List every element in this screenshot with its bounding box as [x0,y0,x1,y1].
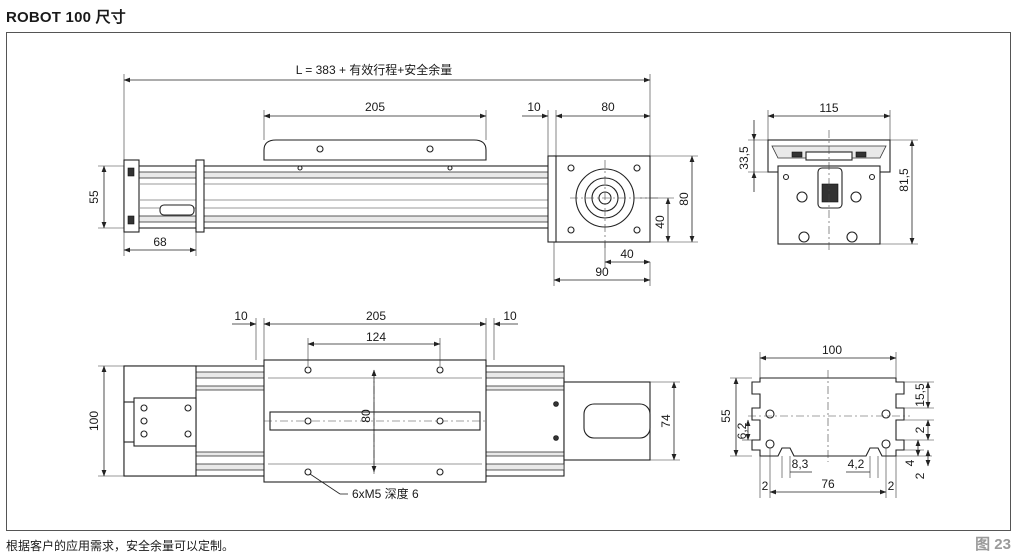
plan-view: 10 205 10 124 80 100 74 6xM5 深度 6 [87,309,680,501]
dim-left-offset: 68 [153,235,167,249]
dim-body-h: 100 [87,411,101,431]
dim-slot-h: 6,2 [735,422,749,439]
dim-base-span: 76 [821,477,835,491]
dim-flange-half-h: 40 [620,247,634,261]
dim-bottom-carriage: 205 [366,309,386,323]
dim-end-top-h: 33,5 [737,146,751,170]
footnote: 根据客户的应用需求，安全余量可以定制。 [6,539,235,553]
dim-bottom-gap-left: 10 [234,309,248,323]
dim-bottom-gap-right: 10 [503,309,517,323]
dim-profile-h: 55 [719,409,733,423]
carriage-top [263,139,487,161]
end-view: 115 33,5 81,5 [737,101,918,250]
dim-base-left: 2 [762,479,769,493]
profile-section: 100 55 6,2 8,3 4,2 15,5 2 4 2 [719,343,934,498]
dim-carriage-top: 205 [365,100,385,114]
dim-total-length: L = 383 + 有效行程+安全余量 [296,62,453,77]
dim-slot-small-c: 2 [913,472,927,479]
holes-note: 6xM5 深度 6 [352,486,419,501]
dim-hole-span-v: 80 [359,409,373,423]
dim-base-right: 2 [888,479,895,493]
dim-slot-depth: 15,5 [913,383,927,407]
dim-slot-w-right: 4,2 [848,457,865,471]
dim-motor-len: 80 [601,100,615,114]
dim-flange-half-v: 40 [653,215,667,229]
dim-flange-w: 90 [595,265,609,279]
dim-end-width: 115 [819,101,838,115]
dim-slot-small: 2 [913,426,927,433]
dim-motor-h: 74 [659,414,673,428]
dim-height-left: 55 [87,190,101,204]
dim-gap-top: 10 [527,100,541,114]
dim-flange-h: 80 [677,192,691,206]
dim-end-h: 81,5 [897,168,911,192]
dim-profile-w: 100 [822,343,842,357]
profile-outline [751,377,905,457]
dim-hole-span: 124 [366,330,386,344]
side-view-top: L = 383 + 有效行程+安全余量 205 10 80 55 68 80 4… [87,62,698,286]
page-title: ROBOT 100 尺寸 [6,9,126,26]
drawing-frame [6,32,1011,531]
dim-slot-small-b: 4 [903,459,917,466]
dim-slot-w-left: 8,3 [792,457,809,471]
figure-label: 图 23 [975,536,1011,553]
